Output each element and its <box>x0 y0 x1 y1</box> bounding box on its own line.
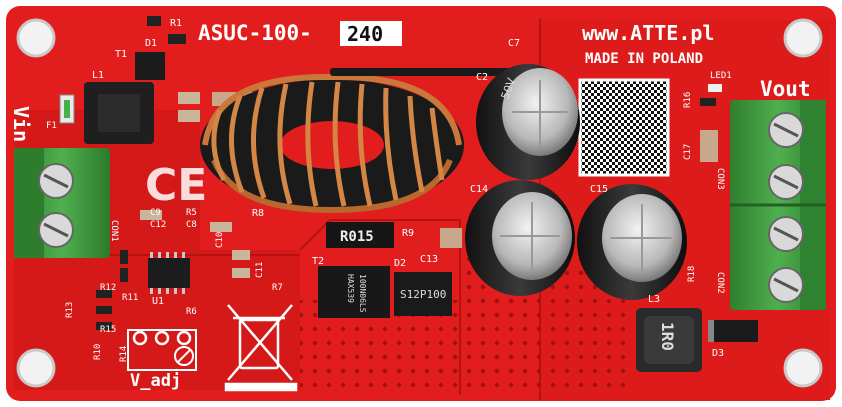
capacitor-c15 <box>577 184 687 300</box>
c7-label: C7 <box>508 38 520 49</box>
model-prefix-text: ASUC-100- <box>198 21 312 45</box>
resistor-r1 <box>147 16 161 26</box>
c13-label: C13 <box>420 254 438 265</box>
r18-label: R18 <box>687 266 697 282</box>
diode-d3 <box>708 320 758 342</box>
inductor-l3: 1R0 <box>636 308 702 372</box>
c14-label: C14 <box>470 184 488 195</box>
input-terminal-block[interactable] <box>14 148 110 258</box>
small-resistors <box>96 250 128 330</box>
led1 <box>708 84 722 92</box>
inductor-marking: 1R0 <box>658 322 677 351</box>
c9-label: C9 <box>150 208 161 218</box>
diode-d1 <box>168 34 186 44</box>
output-terminal-block[interactable] <box>730 100 826 310</box>
r5-label: R5 <box>186 208 197 218</box>
board-slot <box>330 68 530 76</box>
d2-label: D2 <box>394 258 406 269</box>
c10-label: C10 <box>215 232 225 248</box>
f1-label: F1 <box>46 121 57 131</box>
c12-label: C12 <box>150 220 166 230</box>
c2-label: C2 <box>476 72 488 83</box>
c11-label: C11 <box>255 262 265 278</box>
vadj-pads[interactable] <box>127 329 197 371</box>
resistor-r16 <box>700 98 716 106</box>
made-in-text: MADE IN POLAND <box>585 51 703 67</box>
r10-label: R10 <box>93 344 103 360</box>
mosfet-t2: 100N06LS HAX539 <box>318 266 390 318</box>
model-suffix-box <box>340 21 402 46</box>
d1-label: D1 <box>145 38 157 49</box>
r9-label: R9 <box>402 228 414 239</box>
con3-label: CON3 <box>715 168 725 190</box>
r14-label: R14 <box>119 346 129 362</box>
toroid-inductor <box>200 73 464 214</box>
shunt-resistor <box>326 222 394 248</box>
t1-label: T1 <box>115 49 127 60</box>
r12-label: R12 <box>100 283 116 293</box>
t2-label: T2 <box>312 256 324 267</box>
r15-label: R15 <box>100 325 116 335</box>
r16-label: R16 <box>683 92 693 108</box>
u1-label: U1 <box>152 296 164 307</box>
r6-label: R6 <box>186 307 197 317</box>
qr-code <box>578 78 670 177</box>
weee-bin-icon <box>224 304 298 392</box>
r11-label: R11 <box>122 293 138 303</box>
diode-marking: S12P100 <box>400 288 446 301</box>
model-suffix-text: 240 <box>347 22 383 46</box>
vout-label: Vout <box>760 77 811 101</box>
vadj-label: V_adj <box>130 371 181 391</box>
c8-label: C8 <box>186 220 197 230</box>
mosfet-marking-2: HAX539 <box>346 274 355 303</box>
mounting-holes <box>16 18 823 388</box>
r7-label: R7 <box>272 283 283 293</box>
d3-label: D3 <box>712 348 724 359</box>
diode-d2: S12P100 <box>394 272 452 316</box>
led1-label: LED1 <box>710 71 732 81</box>
ce-mark: CE <box>145 160 207 211</box>
vin-label: Vin <box>9 106 33 142</box>
r1-label: R1 <box>170 18 182 29</box>
shunt-marking: R015 <box>340 229 374 245</box>
c17-label: C17 <box>683 144 693 160</box>
website-text: www.ATTE.pl <box>582 21 714 45</box>
ic-u1 <box>148 252 190 294</box>
con2-label: CON2 <box>715 272 725 294</box>
r13-label: R13 <box>65 302 75 318</box>
con1-label: CON1 <box>109 220 119 242</box>
r8-label: R8 <box>252 208 264 219</box>
l1-label: L1 <box>92 70 104 81</box>
capacitor-c2: 50V <box>476 64 580 180</box>
mosfet-marking-1: 100N06LS <box>358 274 367 313</box>
l3-label: L3 <box>648 294 660 305</box>
c15-label: C15 <box>590 184 608 195</box>
capacitor-c14 <box>465 180 575 296</box>
transistor-t1 <box>135 52 165 80</box>
